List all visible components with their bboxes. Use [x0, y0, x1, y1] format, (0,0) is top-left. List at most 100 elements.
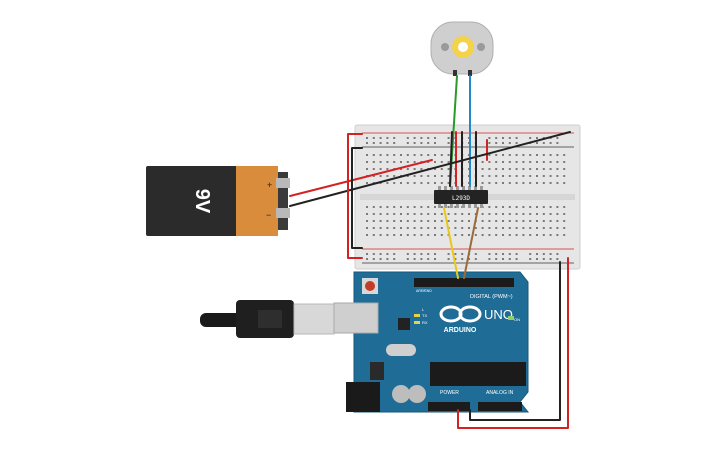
- breadboard-hole[interactable]: [366, 168, 368, 170]
- breadboard-hole[interactable]: [508, 182, 511, 184]
- breadboard-hole[interactable]: [556, 182, 559, 184]
- breadboard-hole[interactable]: [447, 137, 450, 139]
- breadboard-hole[interactable]: [536, 161, 538, 163]
- breadboard-hole[interactable]: [393, 213, 396, 215]
- breadboard-hole[interactable]: [406, 175, 409, 177]
- breadboard-hole[interactable]: [542, 206, 545, 208]
- breadboard-hole[interactable]: [556, 258, 559, 260]
- breadboard-hole[interactable]: [515, 206, 518, 208]
- breadboard-hole[interactable]: [461, 234, 464, 236]
- breadboard-hole[interactable]: [447, 175, 450, 177]
- breadboard-hole[interactable]: [406, 154, 409, 156]
- breadboard-hole[interactable]: [440, 234, 443, 236]
- breadboard-hole[interactable]: [461, 220, 464, 222]
- breadboard-hole[interactable]: [447, 213, 450, 215]
- breadboard-hole[interactable]: [542, 182, 545, 184]
- breadboard-hole[interactable]: [393, 253, 396, 255]
- breadboard-hole[interactable]: [488, 175, 491, 177]
- breadboard-hole[interactable]: [420, 220, 423, 222]
- wire-battery-negative[interactable]: [289, 131, 571, 207]
- breadboard-hole[interactable]: [502, 227, 504, 229]
- breadboard-hole[interactable]: [427, 220, 430, 222]
- breadboard-hole[interactable]: [413, 182, 416, 184]
- breadboard-hole[interactable]: [556, 206, 559, 208]
- breadboard-hole[interactable]: [420, 137, 423, 139]
- breadboard-hole[interactable]: [468, 258, 470, 260]
- breadboard-hole[interactable]: [413, 253, 416, 255]
- breadboard-hole[interactable]: [488, 161, 491, 163]
- breadboard-hole[interactable]: [366, 227, 368, 229]
- breadboard-hole[interactable]: [515, 175, 518, 177]
- breadboard-hole[interactable]: [379, 154, 382, 156]
- breadboard-hole[interactable]: [474, 234, 477, 236]
- breadboard-hole[interactable]: [379, 137, 382, 139]
- breadboard-hole[interactable]: [529, 227, 532, 229]
- breadboard-hole[interactable]: [549, 182, 552, 184]
- breadboard-hole[interactable]: [474, 253, 477, 255]
- breadboard-hole[interactable]: [413, 220, 416, 222]
- breadboard-hole[interactable]: [522, 213, 525, 215]
- breadboard-hole[interactable]: [406, 142, 409, 144]
- breadboard-hole[interactable]: [542, 220, 545, 222]
- breadboard-hole[interactable]: [461, 213, 464, 215]
- breadboard-hole[interactable]: [372, 206, 375, 208]
- breadboard-hole[interactable]: [420, 142, 423, 144]
- breadboard-hole[interactable]: [454, 227, 457, 229]
- breadboard-hole[interactable]: [481, 234, 484, 236]
- breadboard-hole[interactable]: [488, 206, 491, 208]
- breadboard-hole[interactable]: [447, 206, 450, 208]
- breadboard-hole[interactable]: [549, 142, 552, 144]
- breadboard-hole[interactable]: [495, 258, 498, 260]
- breadboard-hole[interactable]: [536, 142, 538, 144]
- breadboard-hole[interactable]: [481, 182, 484, 184]
- breadboard-hole[interactable]: [406, 182, 409, 184]
- breadboard-hole[interactable]: [529, 220, 532, 222]
- breadboard-hole[interactable]: [495, 175, 498, 177]
- breadboard-hole[interactable]: [440, 154, 443, 156]
- breadboard-hole[interactable]: [556, 137, 559, 139]
- breadboard-hole[interactable]: [420, 234, 423, 236]
- breadboard-hole[interactable]: [447, 220, 450, 222]
- breadboard-hole[interactable]: [481, 168, 484, 170]
- breadboard-hole[interactable]: [468, 213, 470, 215]
- breadboard-hole[interactable]: [413, 154, 416, 156]
- breadboard-hole[interactable]: [386, 137, 389, 139]
- breadboard-hole[interactable]: [434, 154, 436, 156]
- breadboard-hole[interactable]: [563, 234, 566, 236]
- breadboard-hole[interactable]: [413, 142, 416, 144]
- breadboard-hole[interactable]: [536, 227, 538, 229]
- breadboard-hole[interactable]: [379, 168, 382, 170]
- breadboard-hole[interactable]: [434, 161, 436, 163]
- breadboard-hole[interactable]: [379, 175, 382, 177]
- breadboard-hole[interactable]: [413, 206, 416, 208]
- breadboard-hole[interactable]: [393, 175, 396, 177]
- breadboard-hole[interactable]: [406, 161, 409, 163]
- breadboard-hole[interactable]: [515, 258, 518, 260]
- breadboard-hole[interactable]: [522, 182, 525, 184]
- breadboard-hole[interactable]: [529, 213, 532, 215]
- breadboard-hole[interactable]: [556, 154, 559, 156]
- breadboard-hole[interactable]: [556, 142, 559, 144]
- breadboard-hole[interactable]: [386, 206, 389, 208]
- breadboard-hole[interactable]: [461, 227, 464, 229]
- dc-motor[interactable]: [430, 21, 494, 76]
- breadboard-hole[interactable]: [454, 213, 457, 215]
- breadboard-hole[interactable]: [481, 220, 484, 222]
- breadboard-hole[interactable]: [427, 182, 430, 184]
- breadboard-hole[interactable]: [468, 220, 470, 222]
- breadboard-hole[interactable]: [502, 234, 504, 236]
- breadboard-hole[interactable]: [522, 161, 525, 163]
- breadboard-hole[interactable]: [406, 253, 409, 255]
- breadboard-hole[interactable]: [508, 213, 511, 215]
- breadboard-hole[interactable]: [556, 213, 559, 215]
- breadboard-hole[interactable]: [542, 258, 545, 260]
- breadboard-hole[interactable]: [529, 161, 532, 163]
- breadboard-hole[interactable]: [393, 220, 396, 222]
- breadboard-hole[interactable]: [386, 168, 389, 170]
- breadboard-hole[interactable]: [372, 220, 375, 222]
- breadboard-hole[interactable]: [447, 168, 450, 170]
- breadboard-hole[interactable]: [508, 175, 511, 177]
- breadboard-hole[interactable]: [502, 142, 504, 144]
- breadboard-hole[interactable]: [563, 206, 566, 208]
- breadboard-hole[interactable]: [420, 227, 423, 229]
